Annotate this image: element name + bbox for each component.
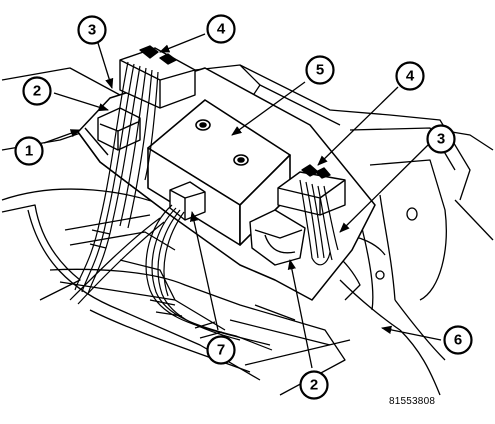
callout-2-right: 2 <box>299 370 329 400</box>
svg-text:1: 1 <box>25 143 33 160</box>
bracket <box>77 127 171 216</box>
svg-text:5: 5 <box>316 62 324 79</box>
leader-6 <box>380 325 442 341</box>
left-wire-harness <box>74 61 159 295</box>
svg-text:3: 3 <box>437 131 445 148</box>
svg-text:4: 4 <box>406 68 415 85</box>
callout-3-right: 3 <box>426 124 456 154</box>
leader-2-right <box>287 258 313 369</box>
leader-3-right <box>339 144 429 233</box>
leader-5 <box>231 81 306 136</box>
connector-7-assembly <box>169 181 206 221</box>
callout-5: 5 <box>305 55 335 85</box>
callout-3-left: 3 <box>77 15 107 45</box>
lower-wire-harness <box>69 204 273 351</box>
svg-text:2: 2 <box>310 377 318 394</box>
right-wire-harness <box>299 179 339 266</box>
svg-text:6: 6 <box>454 332 462 349</box>
callout-2-left: 2 <box>22 76 52 106</box>
svg-text:4: 4 <box>217 21 226 38</box>
callout-6: 6 <box>443 325 473 355</box>
leader-7 <box>189 210 219 331</box>
figure-id-label: 81553808 <box>389 396 436 407</box>
vehicle-floor-outline <box>1 64 494 396</box>
leader-4-right <box>317 86 399 166</box>
callout-4-left: 4 <box>206 14 236 44</box>
leader-4-left <box>159 33 206 53</box>
leader-3-left <box>97 42 114 89</box>
leader-1 <box>43 129 81 144</box>
callout-4-right: 4 <box>395 61 425 91</box>
svg-text:3: 3 <box>88 22 96 39</box>
leader-2-left <box>53 92 109 112</box>
leader-lines <box>43 33 442 369</box>
right-connector-assembly <box>249 164 346 266</box>
callout-1: 1 <box>14 136 44 166</box>
callout-7: 7 <box>206 335 236 365</box>
svg-text:7: 7 <box>217 342 225 359</box>
svg-text:2: 2 <box>33 83 41 100</box>
